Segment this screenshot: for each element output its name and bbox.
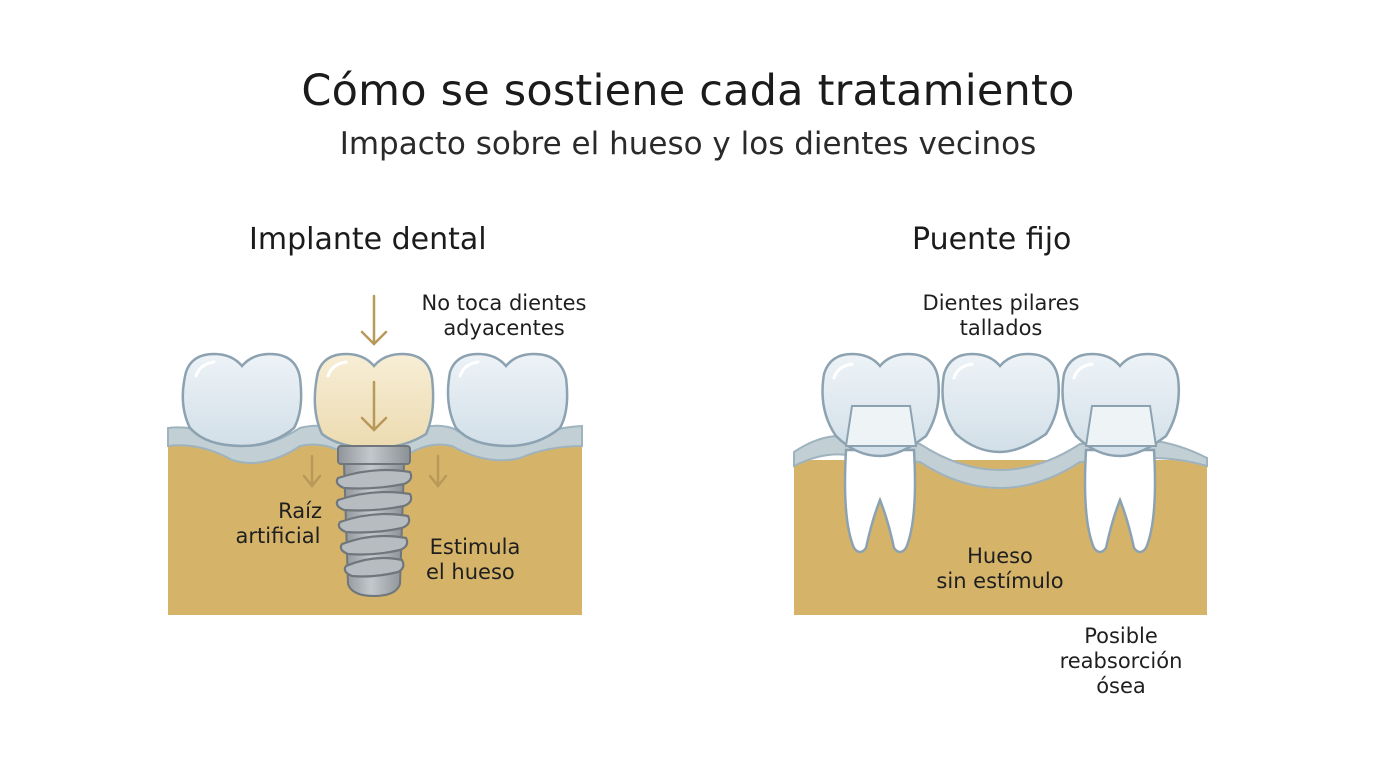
label-estimula-hueso: Estimula el hueso — [426, 535, 521, 584]
implant-right-tooth — [446, 352, 569, 448]
implant-left-tooth — [181, 352, 303, 448]
implant-panel-title: Implante dental — [249, 222, 487, 257]
label-raiz-artificial: Raíz artificial — [235, 499, 322, 548]
label-dientes-pilares: Dientes pilares tallados — [922, 291, 1080, 340]
bridge-panel-title: Puente fijo — [912, 222, 1072, 257]
bridge-right-core — [1084, 405, 1158, 447]
implant-load-arrows — [302, 294, 448, 489]
page-subtitle: Impacto sobre el hueso y los dientes vec… — [339, 126, 1037, 162]
implant-gum — [167, 424, 583, 464]
label-no-toca-dientes: No toca dientes adyacentes — [421, 291, 587, 340]
implant-illustration — [167, 294, 583, 615]
bridge-left-root — [843, 448, 917, 554]
bridge-left-core — [844, 405, 918, 447]
bridge-pontic — [941, 352, 1060, 454]
label-hueso-sin-estimulo: Hueso sin estímulo — [936, 544, 1064, 593]
label-posible-reabsorcion: Posible reabsorción ósea — [1059, 624, 1183, 698]
implant-abutment — [337, 445, 411, 465]
bridge-right-root — [1083, 448, 1157, 554]
page-title: Cómo se sostiene cada tratamiento — [301, 66, 1075, 116]
bridge-illustration — [793, 352, 1208, 615]
